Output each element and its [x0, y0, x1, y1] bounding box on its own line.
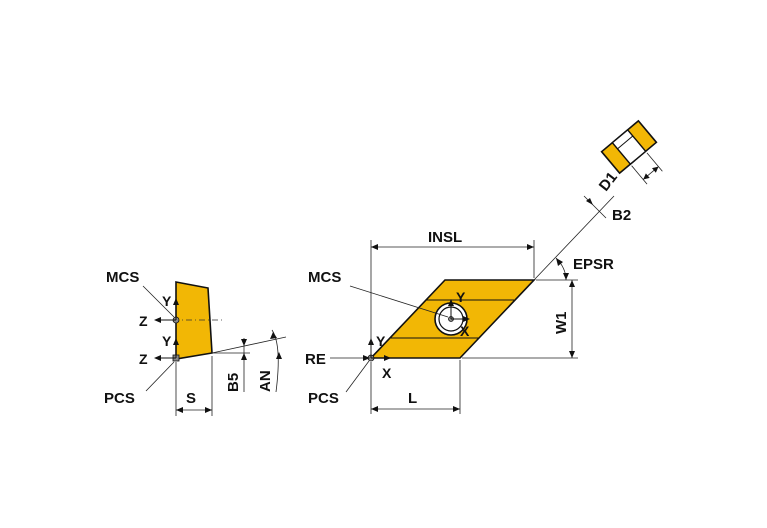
side-mcs-label: MCS	[106, 269, 139, 286]
side-view-insert	[175, 281, 213, 360]
side-pcs-leader	[145, 361, 175, 392]
s-label: S	[186, 390, 196, 407]
side-pcs-label: PCS	[104, 390, 135, 407]
top-pcs-leader	[345, 360, 370, 393]
d1-arrow-right	[651, 166, 659, 173]
top-mcs-x-label: X	[460, 323, 470, 339]
b5-arrow-top	[241, 339, 247, 346]
top-view: Y X MCS Y X PCS RE INSL L	[305, 195, 615, 414]
epsr-ref-line	[533, 195, 615, 281]
top-pcs-x-label: X	[382, 365, 392, 381]
an-label: AN	[257, 370, 274, 392]
l-arrow-left	[371, 406, 378, 412]
top-mcs-y-arrow	[448, 299, 454, 306]
an-arrow-bottom	[276, 352, 282, 359]
side-pcs-z-label: Z	[139, 351, 148, 367]
side-mcs-z-arrow	[154, 317, 161, 323]
insl-arrow-right	[527, 244, 534, 250]
section-view	[600, 119, 663, 185]
b5-arrow-bottom	[241, 353, 247, 360]
b2-arrow	[586, 198, 593, 205]
top-pcs-y-label: Y	[376, 333, 386, 349]
l-arrow-right	[453, 406, 460, 412]
l-label: L	[408, 390, 417, 407]
section-hole	[611, 128, 647, 166]
w1-label: W1	[553, 312, 570, 335]
insl-label: INSL	[428, 229, 462, 246]
side-mcs-leader	[142, 285, 175, 318]
side-view: Y Z Y Z MCS PCS S B5 AN	[104, 269, 287, 416]
side-pcs-z-arrow	[154, 355, 161, 361]
insl-arrow-left	[371, 244, 378, 250]
top-pcs-label: PCS	[308, 390, 339, 407]
epsr-label: EPSR	[573, 256, 614, 273]
top-mcs-leader	[349, 285, 449, 318]
b2-dim-line	[583, 195, 607, 219]
top-mcs-label: MCS	[308, 269, 341, 286]
d1-label: D1	[596, 169, 621, 195]
section-hole-line	[617, 135, 634, 150]
top-mcs-x-arrow	[463, 316, 470, 322]
an-ref-line	[211, 336, 287, 354]
s-arrow-left	[176, 407, 183, 413]
top-pcs-x-arrow	[384, 355, 391, 361]
epsr-arrow-bottom	[563, 273, 569, 280]
d1-ext-right	[646, 152, 663, 172]
w1-arrow-top	[569, 280, 575, 287]
d1-arrow-left	[643, 173, 650, 180]
side-pcs-y-label: Y	[162, 333, 172, 349]
s-arrow-right	[205, 407, 212, 413]
d1-ext-left	[631, 165, 648, 185]
side-mcs-y-label: Y	[162, 293, 172, 309]
epsr-arrow-top	[556, 258, 563, 266]
side-pcs-y-arrow	[173, 338, 179, 345]
b5-label: B5	[225, 373, 242, 392]
b2-label: B2	[612, 207, 631, 224]
re-label: RE	[305, 351, 326, 368]
top-mcs-y-label: Y	[456, 289, 466, 305]
w1-arrow-bottom	[569, 351, 575, 358]
an-arrow-top	[270, 332, 277, 339]
side-mcs-z-label: Z	[139, 313, 148, 329]
re-arrow	[363, 355, 370, 361]
side-mcs-y-arrow	[173, 298, 179, 305]
